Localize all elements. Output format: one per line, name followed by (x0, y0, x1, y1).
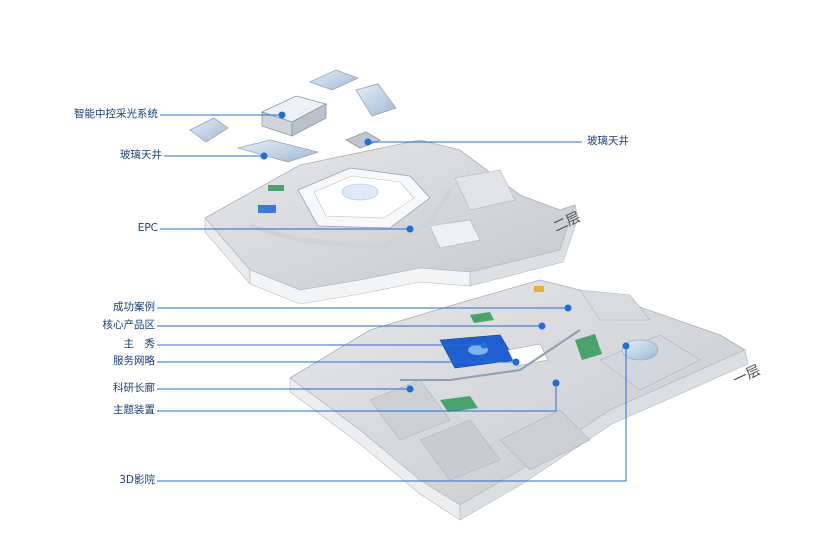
leader-core-products (157, 322, 546, 330)
upper-blue-screen (258, 205, 276, 213)
lower-planter-2 (575, 334, 602, 360)
label-core-products: 核心产品区 (102, 319, 156, 331)
lighting-control-front (291, 103, 327, 137)
label-3d-cinema: 3D影院 (119, 474, 155, 486)
leader-smart-lighting (160, 111, 286, 119)
leader-theme-installation (157, 379, 560, 412)
cinema-3d-dome (621, 339, 659, 361)
lower-room-c (499, 409, 591, 471)
lower-room-a (369, 379, 451, 441)
lower-room-b (419, 419, 501, 481)
label-smart-lighting: 智能中控采光系统 (74, 108, 158, 120)
leader-research-corridor (157, 385, 414, 393)
leader-lines (157, 111, 630, 482)
skylight-panel-left (189, 117, 229, 143)
label-epc: EPC (137, 222, 158, 234)
epc-ring-wall (249, 188, 453, 251)
research-corridor-path (400, 329, 581, 381)
leader-epc (160, 225, 414, 233)
skylight-panel-top (308, 69, 360, 91)
lower-yellow-accent (534, 286, 544, 292)
label-main-show: 主 秀 (123, 338, 156, 350)
label-glass-skylight-right: 玻璃天井 (587, 135, 629, 147)
skylight-panel-long (236, 139, 320, 163)
leader-main-show (157, 341, 488, 349)
lower-planter-3 (470, 312, 494, 323)
upper-floor: 二层 (204, 139, 583, 305)
label-success-cases: 成功案例 (113, 301, 155, 313)
label-research-corridor: 科研长廊 (113, 382, 155, 394)
skylight-small-right (345, 131, 381, 149)
skylight-panel-right (355, 83, 397, 117)
lower-room-e (579, 289, 651, 321)
leader-glass-skylight-left (164, 152, 268, 160)
leader-3d-cinema (157, 342, 630, 482)
hex-stage-floor-light (341, 183, 379, 201)
lower-floor: 一层 (289, 279, 763, 521)
label-glass-skylight-left: 玻璃天井 (120, 149, 162, 161)
leader-glass-skylight-right (364, 138, 582, 146)
upper-outer-wall-right (469, 203, 579, 287)
lower-planter-1 (440, 396, 478, 412)
skylight-panels (189, 69, 397, 163)
label-service-network: 服务网略 (113, 355, 155, 367)
upper-room-right (454, 169, 516, 211)
upper-green-screen (268, 185, 284, 191)
leader-success-cases (157, 304, 572, 312)
upper-lounge (429, 219, 481, 249)
leader-service-network (157, 358, 520, 366)
label-theme-installation: 主题装置 (113, 404, 155, 416)
